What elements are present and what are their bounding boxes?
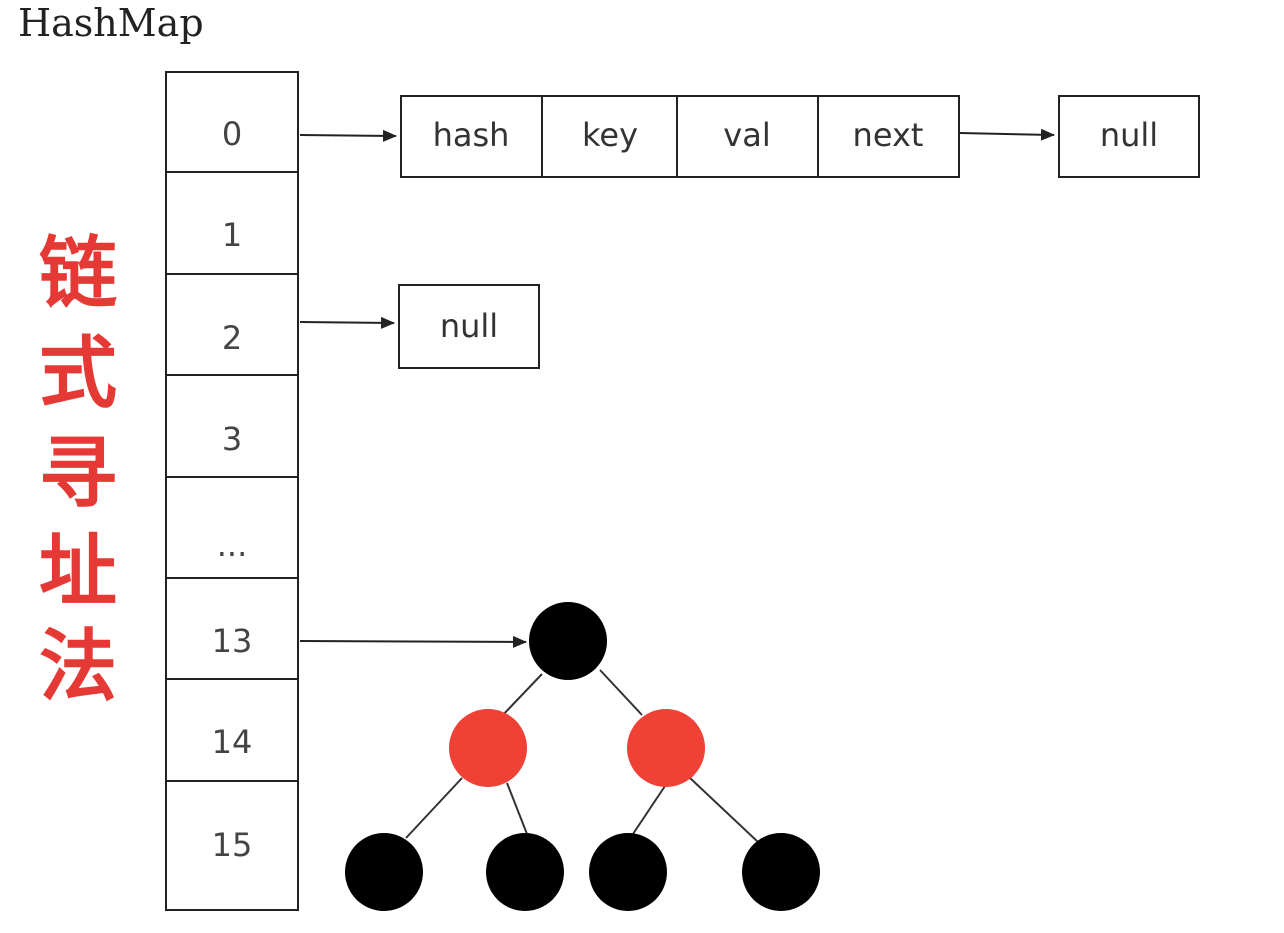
entry-field-key: key (582, 116, 638, 154)
page-title: HashMap (18, 1, 204, 45)
side-label-char: 址 (39, 527, 117, 617)
tree-node-left (449, 709, 527, 787)
tree-node-right (627, 709, 705, 787)
bucket-cell: 15 (165, 780, 299, 911)
bucket13-arrow (299, 635, 527, 648)
bucket2-arrow (299, 316, 395, 329)
tree-node-right-left (589, 833, 667, 911)
bucket2-null-box: null (398, 284, 540, 369)
bucket-index: 13 (212, 622, 253, 660)
red-black-tree (345, 602, 820, 911)
tree-edge (499, 673, 543, 719)
entry-node: hash key val next (400, 95, 960, 178)
bucket-cell: 2 (165, 273, 299, 376)
bucket-index: 2 (222, 319, 242, 357)
bucket-cell: 14 (165, 678, 299, 782)
side-label: 链 式 寻 址 法 (39, 229, 117, 712)
tree-node-left-left (345, 833, 423, 911)
bucket-index: 3 (222, 420, 242, 458)
tree-edge (599, 669, 643, 716)
side-label-char: 链 (39, 229, 117, 319)
bucket-cell: 0 (165, 71, 299, 173)
tree-edge (506, 782, 528, 835)
tree-node-left-right (486, 833, 564, 911)
side-label-char: 式 (39, 329, 117, 419)
next-arrow (959, 128, 1055, 141)
bucket-index: 0 (222, 115, 242, 153)
bucket-index: 14 (212, 723, 253, 761)
null-label: null (440, 307, 498, 345)
bucket-cell: ... (165, 476, 299, 579)
bucket-index: 15 (212, 826, 253, 864)
entry-field-val: val (723, 116, 770, 154)
bucket0-arrow (299, 129, 397, 142)
tree-node-root (529, 602, 607, 680)
bucket-cell: 3 (165, 374, 299, 478)
tree-edge (632, 785, 666, 835)
tree-edge (405, 777, 463, 839)
entry-field-next: next (853, 116, 924, 154)
entry-field-hash: hash (433, 116, 510, 154)
tree-edge (689, 777, 759, 843)
bucket-cell: 13 (165, 577, 299, 680)
bucket-array: 0 1 2 3 ... 13 14 15 (165, 71, 299, 911)
bucket-cell: 1 (165, 171, 299, 275)
tree-node-right-right (742, 833, 820, 911)
null-label: null (1100, 116, 1158, 154)
side-label-char: 寻 (39, 429, 117, 519)
side-label-char: 法 (39, 622, 117, 712)
next-null-box: null (1058, 95, 1200, 178)
bucket-index: ... (217, 526, 248, 564)
bucket-index: 1 (222, 216, 242, 254)
